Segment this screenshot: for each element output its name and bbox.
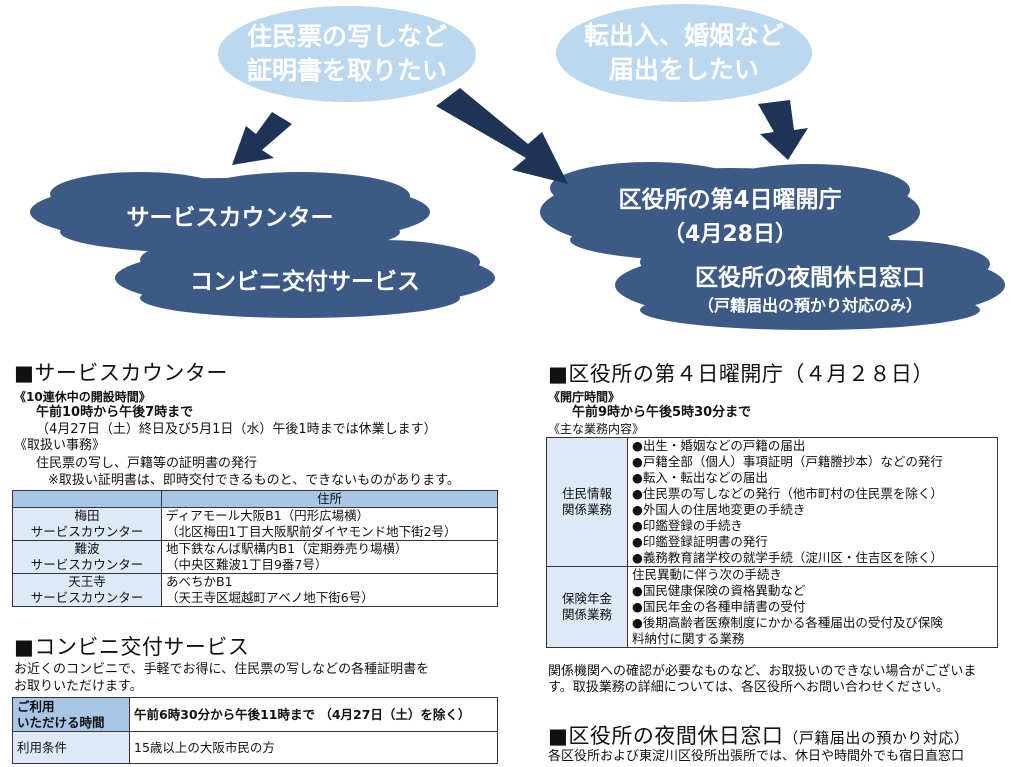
bubble-certificates-line2: 証明書を取りたい [246, 56, 447, 85]
row-name-line1: 難波 [74, 541, 100, 556]
arrow-down-right [758, 100, 808, 160]
conbini-condition-label-line1: 利用条件 [17, 739, 68, 755]
row-address-line1: 地下鉄なんば駅構内B1（定期券売り場横） [166, 541, 408, 556]
cloud-service-counter-shape [30, 172, 430, 254]
row-name-line2: サービスカウンター [30, 524, 144, 539]
row-address-line2: （中央区難波1丁目9番7号） [166, 557, 328, 572]
bubble-certificates-line1: 住民票の写しなど [246, 22, 447, 51]
sunday-hours: 午前9時から午後5時30分まで [572, 405, 752, 420]
cloud-4th-sunday-label-line2: （4月28日） [663, 222, 797, 247]
row-name: 梅田 サービスカウンター [12, 507, 162, 541]
list-item: ●出生・婚姻などの戸籍の届出 [632, 438, 806, 453]
section-title-service-counter: ■サービスカウンター [14, 361, 228, 385]
flow-diagram [30, 88, 1005, 330]
section-title-conbini: ■コンビニ交付サービス [14, 635, 250, 659]
row-name-line2: サービスカウンター [30, 557, 144, 572]
group-items: ●出生・婚姻などの戸籍の届出 ●戸籍全部（個人）事項証明（戸籍謄抄本）などの発行… [627, 437, 998, 567]
table-header-empty [12, 490, 162, 508]
conbini-hours-label-line1: ご利用 [17, 698, 55, 714]
cloud-4th-sunday-label-line1: 区役所の第4日曜開庁 [618, 187, 842, 213]
service-services-note: ※取扱い証明書は、即時交付できるものと、できないものがあります。 [48, 473, 460, 488]
table-row: 難波 サービスカウンター 地下鉄なんば駅構内B1（定期券売り場横） （中央区難波… [12, 540, 498, 574]
section-title-night-holiday: ■区役所の夜間休日窓口（戸籍届出の預かり対応） [548, 720, 969, 750]
group-label-line1: 保険年金 [561, 591, 612, 606]
sunday-main-heading: 《主な業務内容》 [548, 422, 645, 436]
sunday-duties-table: 住民情報 関係業務 ●出生・婚姻などの戸籍の届出 ●戸籍全部（個人）事項証明（戸… [546, 437, 998, 648]
sunday-footnote-line1: 関係機関への確認が必要なものなど、お取扱いのできない場合がございま [548, 664, 977, 679]
group-label: 保険年金 関係業務 [546, 566, 628, 648]
row-address: ディアモール大阪B1（円形広場横） （北区梅田1丁目大阪駅前ダイヤモンド地下街2… [161, 507, 498, 541]
list-item: ●後期高齢者医療制度にかかる各種届出の受付及び保険 [632, 615, 943, 630]
night-title-main: ■区役所の夜間休日窓口 [548, 724, 784, 748]
sunday-footnote-line2: す。取扱業務の詳細については、各区役所へお問い合わせください。 [548, 680, 950, 695]
row-address-line2: （天王寺区堀越町アベノ地下街6号） [166, 590, 374, 605]
row-address-line1: ディアモール大阪B1（円形広場横） [166, 508, 370, 523]
row-name-line2: サービスカウンター [30, 590, 144, 605]
sunday-hours-heading: 《開庁時間》 [548, 390, 621, 404]
table-row: ご利用 いただける時間 午前6時30分から午後11時まで （4月27日（土）を除… [12, 697, 498, 732]
cloud-4th-sunday-shape [540, 162, 920, 262]
service-services: 住民票の写し、戸籍等の証明書の発行 [36, 456, 258, 471]
bubble-notifications-line2: 届出をしたい [608, 55, 759, 84]
group-label-line2: 関係業務 [561, 502, 612, 517]
service-counter-table: 住所 梅田 サービスカウンター ディアモール大阪B1（円形広場横） （北区梅田1… [12, 490, 498, 607]
service-hours-heading: 《10連休中の開設時間》 [14, 390, 151, 404]
row-address: 地下鉄なんば駅構内B1（定期券売り場横） （中央区難波1丁目9番7号） [161, 540, 498, 574]
list-item: ●転入・転出などの届出 [632, 470, 768, 485]
row-name: 天王寺 サービスカウンター [12, 573, 162, 607]
conbini-desc-line2: お取りいただけます。 [14, 679, 143, 694]
bubble-notifications: 転出入、婚姻など 届出をしたい [556, 4, 812, 102]
table-row: 天王寺 サービスカウンター あべちかB1 （天王寺区堀越町アベノ地下街6号） [12, 573, 498, 607]
arrow-diagonal-center [436, 88, 568, 184]
cloud-night-holiday-label-line2: （戸籍届出の預かり対応のみ） [697, 296, 922, 315]
conbini-table: ご利用 いただける時間 午前6時30分から午後11時まで （4月27日（土）を除… [12, 697, 498, 764]
service-hours: 午前10時から午後7時まで [36, 405, 194, 420]
night-title-sub: （戸籍届出の預かり対応） [783, 729, 970, 747]
list-item: ●戸籍全部（個人）事項証明（戸籍謄抄本）などの発行 [632, 454, 943, 469]
cloud-service-counter-label: サービスカウンター [126, 205, 334, 231]
table-row: 梅田 サービスカウンター ディアモール大阪B1（円形広場横） （北区梅田1丁目大… [12, 507, 498, 541]
conbini-condition-label: 利用条件 [12, 731, 130, 764]
night-desc: 各区役所および東淀川区役所出張所では、休日や時間外でも宿日直窓口 [548, 749, 965, 764]
list-item: ●国民年金の各種申請書の受付 [632, 599, 806, 614]
conbini-condition-value: 15歳以上の大阪市民の方 [129, 731, 498, 764]
group-items: 住民異動に伴う次の手続き ●国民健康保険の資格異動など ●国民年金の各種申請書の… [627, 566, 998, 648]
bubble-notifications-line1: 転出入、婚姻など [583, 21, 784, 50]
bubble-certificates: 住民票の写しなど 証明書を取りたい [218, 6, 476, 102]
list-item: ●印鑑登録証明書の発行 [632, 534, 768, 549]
table-row: 住民情報 関係業務 ●出生・婚姻などの戸籍の届出 ●戸籍全部（個人）事項証明（戸… [546, 437, 998, 567]
cloud-conbini-label: コンビニ交付サービス [190, 269, 420, 295]
cloud-night-holiday-shape [615, 238, 1005, 330]
section-title-4th-sunday: ■区役所の第４日曜開庁（４月２８日） [548, 362, 934, 386]
row-name-line1: 梅田 [74, 508, 100, 523]
list-item: 住民異動に伴う次の手続き [632, 567, 783, 582]
service-services-heading: 《取扱い事務》 [14, 438, 106, 453]
table-row: 利用条件 15歳以上の大阪市民の方 [12, 731, 498, 764]
group-label-line1: 住民情報 [561, 486, 612, 501]
conbini-hours-label: ご利用 いただける時間 [12, 697, 130, 732]
group-label: 住民情報 関係業務 [546, 437, 628, 567]
list-item: ●外国人の住居地変更の手続き [632, 502, 806, 517]
conbini-hours-value: 午前6時30分から午後11時まで （4月27日（土）を除く） [129, 697, 498, 732]
row-name-line1: 天王寺 [68, 574, 106, 589]
cloud-night-holiday-label-line1: 区役所の夜間休日窓口 [695, 265, 925, 291]
row-name: 難波 サービスカウンター [12, 540, 162, 574]
conbini-hours-label-line2: いただける時間 [17, 714, 105, 730]
arrow-down-left [232, 112, 292, 165]
table-row: 保険年金 関係業務 住民異動に伴う次の手続き ●国民健康保険の資格異動など ●国… [546, 566, 998, 648]
service-hours-note: （4月27日（土）終日及び5月1日（水）午後1時までは休業します） [36, 422, 437, 437]
table-header-row: 住所 [12, 490, 498, 508]
list-item: ●住民票の写しなどの発行（他市町村の住民票を除く） [632, 486, 943, 501]
row-address-line1: あべちかB1 [166, 574, 233, 589]
conbini-desc-line1: お近くのコンビニで、手軽でお得に、住民票の写しなどの各種証明書を [14, 662, 430, 677]
list-item: ●印鑑登録の手続き [632, 518, 743, 533]
list-item: 料納付に関する業務 [632, 631, 745, 646]
row-address-line2: （北区梅田1丁目大阪駅前ダイヤモンド地下街2号） [166, 524, 457, 539]
list-item: ●義務教育諸学校の就学手続（淀川区・住吉区を除く） [632, 550, 943, 565]
cloud-conbini-shape [115, 238, 495, 318]
table-header-address: 住所 [161, 490, 498, 508]
group-label-line2: 関係業務 [561, 607, 612, 622]
list-item: ●国民健康保険の資格異動など [632, 583, 806, 598]
row-address: あべちかB1 （天王寺区堀越町アベノ地下街6号） [161, 573, 498, 607]
